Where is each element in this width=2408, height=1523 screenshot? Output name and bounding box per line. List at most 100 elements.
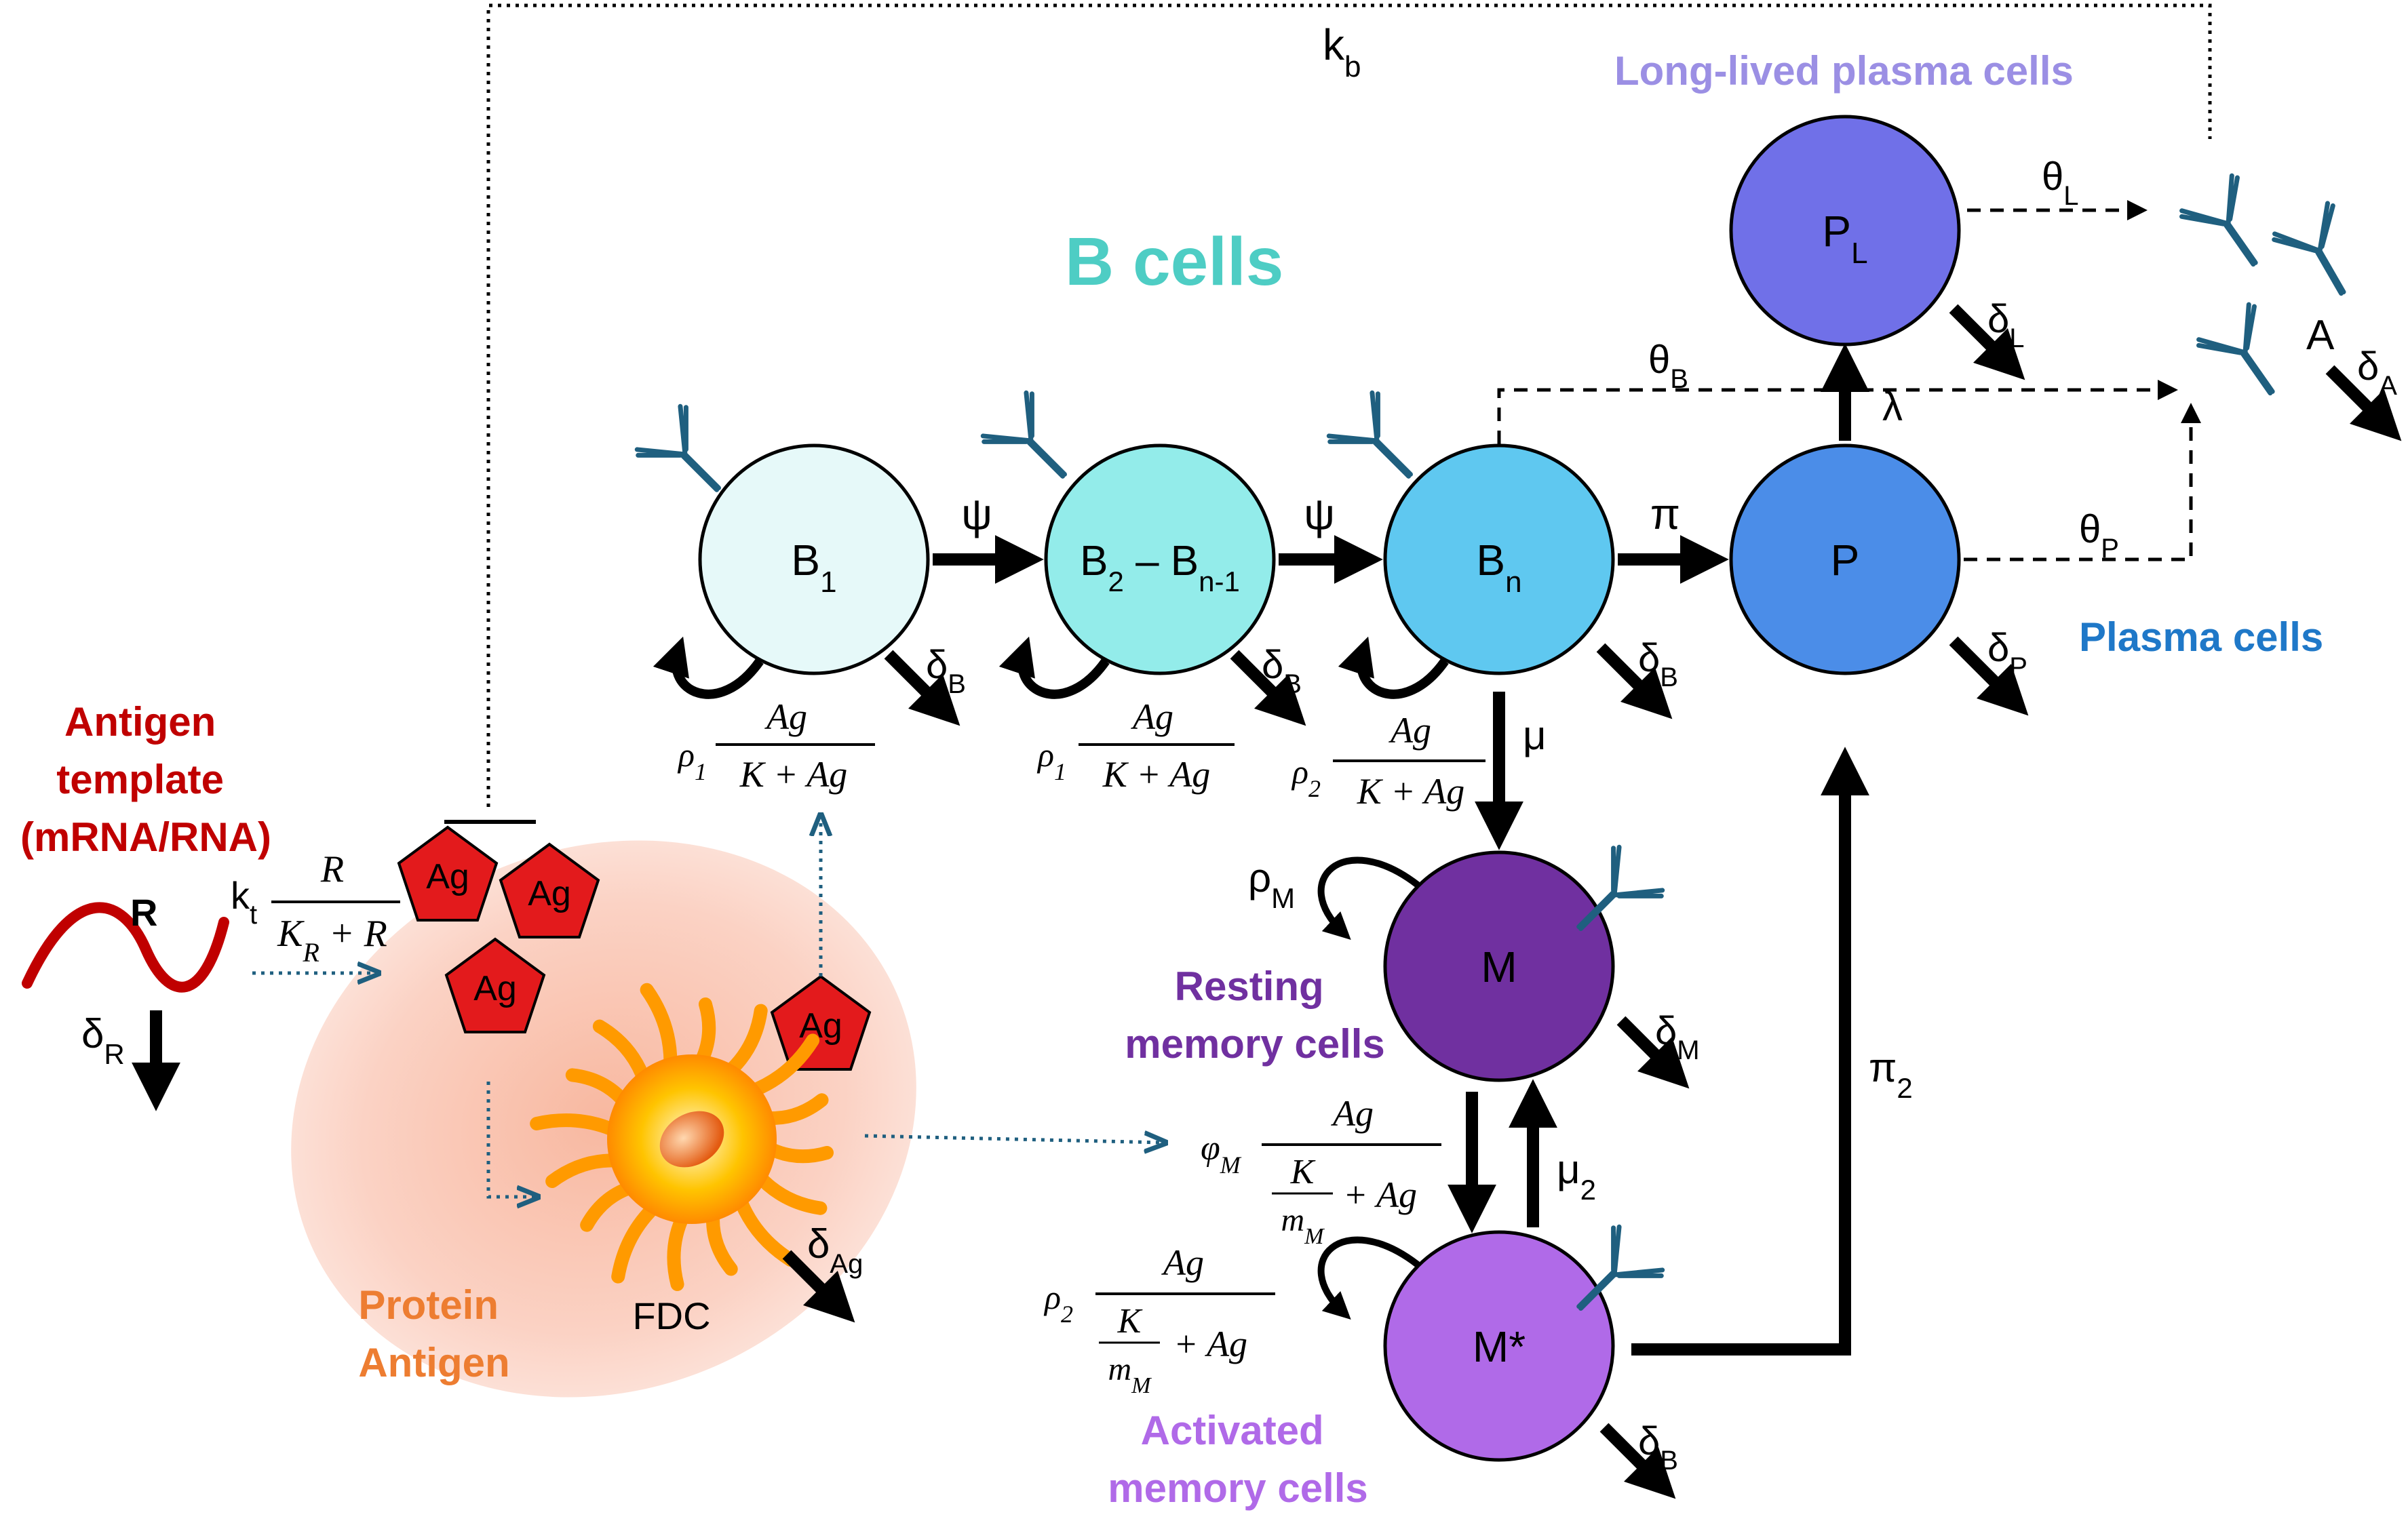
svg-text:R: R — [320, 848, 344, 890]
antibody-icon — [1576, 844, 1665, 931]
pi-label: π — [1650, 490, 1680, 538]
delta-r-label: δR — [81, 1011, 125, 1070]
ag-pentagon-4: Ag — [770, 974, 872, 1071]
mstar-self-loop — [1317, 1236, 1420, 1320]
node-p-label: P — [1831, 536, 1860, 585]
delta-a-arrow — [2325, 365, 2402, 441]
psi-label-2: ψ — [1304, 490, 1335, 538]
node-bn-label: Bn — [1476, 536, 1521, 599]
antibody-icons — [634, 173, 2346, 1311]
svg-text:Ag: Ag — [1331, 1093, 1374, 1134]
svg-text:Ag: Ag — [426, 857, 469, 896]
long-lived-label: Long-lived plasma cells — [1614, 48, 2074, 94]
delta-p-arrow — [1949, 636, 2029, 716]
fdc-label: FDC — [632, 1294, 710, 1337]
kb-label: kb — [1323, 20, 1361, 83]
mrna-wave — [22, 902, 229, 993]
m-self-loop — [1317, 856, 1420, 940]
ag-pentagon-1: Ag — [397, 825, 499, 922]
antibody-icon — [2179, 173, 2258, 267]
node-pl-label: PL — [1822, 207, 1867, 270]
phi-m-formula: φM Ag K mM + Ag — [1201, 1093, 1441, 1249]
antibody-icon — [2196, 302, 2275, 396]
ag-pentagon-3: Ag — [444, 937, 546, 1033]
theta-l-label: θL — [2042, 155, 2079, 211]
node-b2-label: B2 – Bn-1 — [1080, 538, 1240, 597]
svg-text:mM: mM — [1108, 1351, 1152, 1398]
rho-m-label: ρM — [1248, 855, 1295, 914]
delta-l-label: δL — [1987, 297, 2025, 353]
antibody-icon — [1326, 390, 1413, 479]
node-mstar-label: M* — [1473, 1322, 1526, 1371]
delta-p-label: δP — [1987, 626, 2027, 682]
antibody-icon — [2272, 201, 2346, 296]
protein-antigen-label: Protein Antigen — [358, 1282, 509, 1385]
node-b1 — [698, 443, 930, 675]
svg-text:Ag: Ag — [473, 969, 517, 1008]
svg-text:+ Ag: + Ag — [1173, 1324, 1247, 1364]
b2-self-loop — [998, 636, 1110, 699]
node-b1-label: B1 — [791, 536, 836, 599]
pi2-label: π2 — [1869, 1045, 1913, 1104]
b1-proliferation-formula: ρ1 Ag K + Ag — [677, 696, 875, 795]
kb-feedback-line — [486, 3, 2212, 807]
antigen-template-label: Antigen template (mRNA/RNA) — [20, 699, 271, 860]
delta-a-label: δA — [2357, 344, 2397, 401]
delta-b-arrow-2 — [1230, 650, 1306, 726]
fdc-cell — [530, 983, 834, 1291]
resting-memory-label: Resting memory cells — [1125, 964, 1385, 1067]
svg-text:Ag: Ag — [1389, 710, 1431, 751]
node-p — [1729, 443, 1961, 675]
svg-text:Ag: Ag — [1131, 696, 1173, 737]
svg-text:K: K — [1290, 1153, 1316, 1191]
r-label: R — [130, 891, 157, 934]
delta-b-label-1: δB — [926, 643, 966, 699]
ag-to-fdc-dotted-arrow — [486, 1082, 536, 1197]
ag-pentagon-2: Ag — [499, 842, 600, 938]
fdc-to-memory-dotted-arrow — [864, 1136, 1163, 1143]
delta-b-arrow-1 — [884, 650, 960, 726]
antibody-icon — [1576, 1224, 1665, 1311]
mu-label: μ — [1523, 713, 1547, 758]
svg-text:+ Ag: + Ag — [1343, 1174, 1417, 1215]
delta-b-label-3: δB — [1638, 636, 1678, 692]
svg-text:Ag: Ag — [528, 874, 571, 913]
theta-b-arrow — [1497, 380, 2178, 444]
delta-b-label-mstar: δB — [1638, 1419, 1678, 1476]
svg-text:mM: mM — [1281, 1202, 1325, 1249]
bn-self-loop — [1338, 636, 1449, 699]
kt-fraction: R KR + R — [271, 848, 400, 968]
svg-text:Ag: Ag — [764, 696, 807, 737]
delta-b-arrow-3 — [1596, 643, 1673, 719]
node-b2-bn1 — [1044, 443, 1276, 675]
svg-text:φM: φM — [1201, 1129, 1242, 1179]
theta-p-label: θP — [2079, 507, 2119, 563]
delta-ag-arrow — [782, 1250, 855, 1323]
kt-label: kt — [231, 874, 257, 930]
antibody-a-label: A — [2306, 312, 2335, 359]
bn-proliferation-formula: ρ2 Ag K + Ag — [1291, 710, 1485, 812]
svg-text:K + Ag: K + Ag — [739, 754, 847, 795]
antibody-icon — [980, 390, 1067, 479]
svg-text:ρ1: ρ1 — [677, 736, 707, 785]
svg-text:K + Ag: K + Ag — [1102, 754, 1210, 795]
svg-text:ρ2: ρ2 — [1043, 1278, 1073, 1328]
svg-text:ρ2: ρ2 — [1291, 753, 1321, 802]
node-m — [1383, 850, 1615, 1082]
delta-b-label-2: δB — [1262, 643, 1302, 699]
mu2-label: μ2 — [1557, 1147, 1596, 1206]
delta-m-arrow — [1616, 1016, 1690, 1089]
theta-p-arrow — [1964, 403, 2201, 561]
psi-label-1: ψ — [961, 490, 992, 538]
svg-text:K: K — [1117, 1302, 1143, 1341]
svg-text:K + Ag: K + Ag — [1357, 771, 1464, 812]
b2-proliferation-formula: ρ1 Ag K + Ag — [1036, 696, 1235, 795]
rho2-mstar-formula: ρ2 Ag K mM + Ag — [1043, 1242, 1275, 1398]
delta-b-arrow-mstar — [1599, 1423, 1676, 1499]
svg-text:KR + R: KR + R — [277, 913, 387, 968]
node-bn — [1383, 443, 1615, 675]
node-mstar — [1383, 1230, 1615, 1462]
b1-self-loop — [653, 636, 764, 699]
delta-l-arrow — [1949, 304, 2025, 380]
